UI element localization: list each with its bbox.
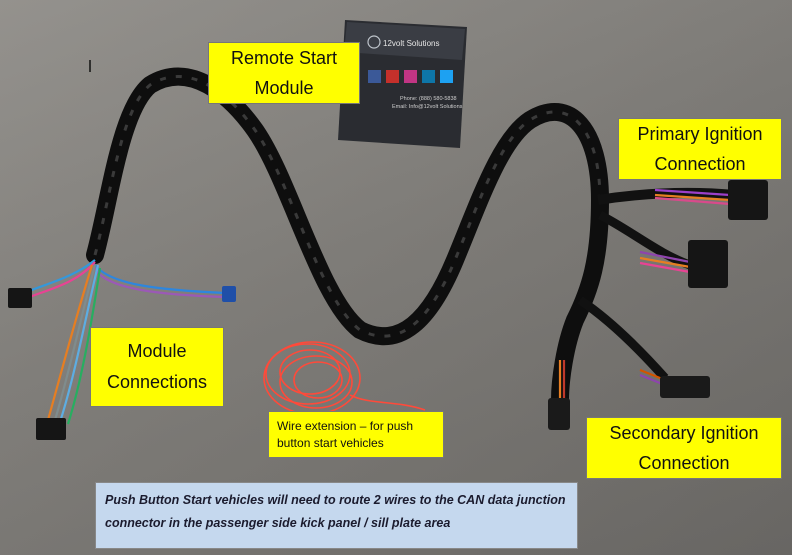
secondary-ignition-label: Secondary Ignition Connection xyxy=(586,417,782,479)
primary-connector-1 xyxy=(728,180,768,220)
remote-start-line1: Remote Start xyxy=(230,48,338,68)
wire-extension-coil xyxy=(263,341,426,415)
module-connector-3 xyxy=(36,418,66,440)
remote-start-module-label: Remote Start Module xyxy=(208,42,360,104)
primary-ignition-line1: Primary Ignition xyxy=(637,124,763,144)
module-package: 12volt Solutions Phone: (888) 580-5838 E… xyxy=(338,20,467,148)
package-brand-text: 12volt Solutions xyxy=(383,39,439,48)
wire-extension-label: Wire extension – for push button start v… xyxy=(268,411,444,458)
package-email-text: Email: Info@12volt Solutions xyxy=(392,104,463,110)
secondary-connector-1 xyxy=(660,376,710,398)
module-connections-line1: Module xyxy=(127,341,187,361)
remote-start-line2: Module xyxy=(254,78,314,98)
primary-connector-2 xyxy=(688,240,728,288)
secondary-ignition-line1: Secondary Ignition xyxy=(609,423,759,443)
module-connections-label: Module Connections xyxy=(90,327,224,407)
module-connector-1 xyxy=(8,288,32,308)
secondary-ignition-line2: Connection xyxy=(638,453,730,473)
primary-ignition-line2: Connection xyxy=(654,154,746,174)
module-connector-2 xyxy=(222,286,236,302)
module-connections-line2: Connections xyxy=(106,372,208,392)
push-button-start-note: Push Button Start vehicles will need to … xyxy=(95,482,578,549)
secondary-connector-2 xyxy=(548,398,570,430)
primary-ignition-label: Primary Ignition Connection xyxy=(618,118,782,180)
package-phone-text: Phone: (888) 580-5838 xyxy=(400,96,457,102)
